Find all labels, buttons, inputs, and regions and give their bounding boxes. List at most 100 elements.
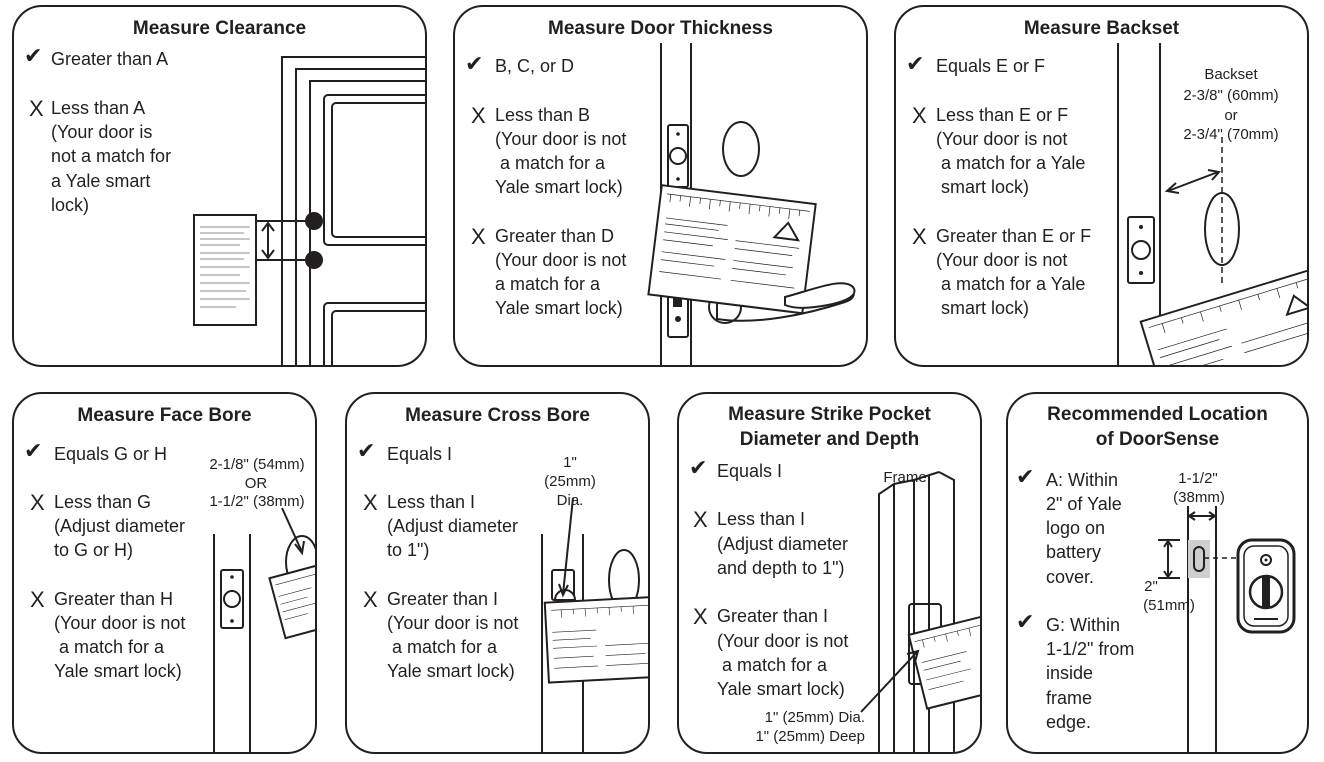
door-edge-illustration bbox=[647, 43, 856, 365]
item-text: inside bbox=[1046, 663, 1094, 683]
item-text: battery bbox=[1046, 542, 1102, 562]
item-text: a match for a Yale bbox=[936, 274, 1086, 294]
doorsense-height-label: 2" bbox=[1144, 578, 1158, 595]
item-text: (Your door is not bbox=[387, 613, 519, 633]
check-icon: ✔ bbox=[1016, 610, 1035, 635]
check-icon: ✔ bbox=[24, 44, 43, 69]
face-bore-value-1: 2-1/8" (54mm) bbox=[209, 456, 305, 473]
item-text: smart lock) bbox=[936, 177, 1030, 197]
item-text: a match for a Yale bbox=[936, 153, 1086, 173]
item-text: Yale smart lock) bbox=[495, 177, 623, 197]
item-text: to 1") bbox=[387, 540, 430, 560]
item-text: not a match for bbox=[51, 146, 172, 166]
item-text: a match for a bbox=[717, 655, 828, 675]
check-icon: ✔ bbox=[906, 52, 925, 77]
item-text: Less than A bbox=[51, 98, 146, 118]
x-mark-icon: X bbox=[471, 103, 486, 128]
doorsense-width-label: 1-1/2" bbox=[1178, 470, 1218, 487]
item-text: (Your door is not bbox=[936, 129, 1068, 149]
item-text: G: Within bbox=[1046, 615, 1121, 635]
item-text: a match for a bbox=[387, 637, 498, 657]
panel-title: Measure Clearance bbox=[132, 18, 307, 39]
item-text: logo on bbox=[1046, 518, 1106, 538]
doorsense-width-mm: (38mm) bbox=[1173, 489, 1225, 506]
panel-measure-backset: Measure Backset bbox=[894, 5, 1309, 367]
check-icon: ✔ bbox=[1016, 465, 1035, 490]
item-text: smart lock) bbox=[936, 298, 1030, 318]
item-text: 2" of Yale bbox=[1046, 494, 1122, 514]
panel-measure-clearance: Measure Clearance ✔ Greater than A X Les… bbox=[12, 5, 427, 367]
backset-value-2: 2-3/4" (70mm) bbox=[1183, 126, 1279, 143]
item-text: edge. bbox=[1046, 712, 1092, 732]
x-mark-icon: X bbox=[912, 103, 927, 128]
strike-pocket-illustration bbox=[860, 471, 980, 752]
strike-dia-label: 1" (25mm) Dia. bbox=[764, 709, 865, 726]
panel-title: Measure Cross Bore bbox=[405, 405, 590, 426]
item-text: Greater than A bbox=[51, 49, 169, 69]
item-text: Equals I bbox=[387, 444, 453, 464]
item-text: cover. bbox=[1046, 567, 1095, 587]
item-text: Equals E or F bbox=[936, 56, 1046, 76]
x-mark-icon: X bbox=[30, 490, 45, 515]
panel-title: Measure Door Thickness bbox=[548, 18, 773, 39]
backset-label: Backset bbox=[1204, 66, 1258, 83]
x-mark-icon: X bbox=[912, 224, 927, 249]
item-text: a match for a bbox=[54, 637, 165, 657]
check-icon: ✔ bbox=[689, 456, 708, 481]
item-text: (Adjust diameter bbox=[54, 516, 186, 536]
item-text: A: Within bbox=[1046, 470, 1119, 490]
strike-depth-label: 1" (25mm) Deep bbox=[755, 728, 865, 745]
check-icon: ✔ bbox=[357, 439, 376, 464]
item-text: Yale smart lock) bbox=[495, 298, 623, 318]
face-bore-value-2: 1-1/2" (38mm) bbox=[209, 493, 305, 510]
item-text: a match for a bbox=[495, 274, 601, 294]
x-mark-icon: X bbox=[363, 587, 378, 612]
item-text: Greater than E or F bbox=[936, 226, 1092, 246]
check-icon: ✔ bbox=[24, 439, 43, 464]
item-text: Yale smart lock) bbox=[54, 661, 182, 681]
item-text: a match for a bbox=[495, 153, 606, 173]
panel-measure-cross-bore: Measure Cross Bore ✔ Equals I X Less th bbox=[345, 392, 650, 754]
backset-illustration bbox=[1117, 43, 1307, 365]
item-text: Greater than D bbox=[495, 226, 615, 246]
frame-label: Frame bbox=[883, 469, 927, 486]
item-text: (Your door is not bbox=[936, 250, 1068, 270]
check-icon: ✔ bbox=[465, 52, 484, 77]
face-bore-or: OR bbox=[244, 475, 268, 492]
item-text: (Your door is bbox=[51, 122, 153, 142]
panel-title: Measure Face Bore bbox=[77, 405, 252, 426]
item-text: (Your door is not bbox=[54, 613, 186, 633]
item-text: (Your door is not bbox=[495, 129, 627, 149]
x-mark-icon: X bbox=[693, 507, 708, 532]
item-text: (Your door is not bbox=[717, 631, 849, 651]
x-mark-icon: X bbox=[363, 490, 378, 515]
item-text: 1-1/2" from bbox=[1046, 639, 1135, 659]
doorsense-illustration bbox=[1158, 506, 1296, 752]
item-text: Greater than H bbox=[54, 589, 174, 609]
panel-title-line-1: Recommended Location bbox=[1047, 404, 1268, 425]
x-mark-icon: X bbox=[29, 96, 44, 121]
item-text: to G or H) bbox=[54, 540, 134, 560]
x-mark-icon: X bbox=[693, 604, 708, 629]
item-text: frame bbox=[1046, 688, 1093, 708]
cross-bore-illustration bbox=[541, 497, 648, 752]
item-text: Greater than I bbox=[717, 606, 829, 626]
item-text: Yale smart lock) bbox=[387, 661, 515, 681]
cross-bore-value-1: 1" bbox=[563, 454, 577, 471]
panel-measure-strike-pocket: Measure Strike Pocket Diameter and Depth… bbox=[677, 392, 982, 754]
item-text: Equals G or H bbox=[54, 444, 168, 464]
item-text: Less than G bbox=[54, 492, 152, 512]
cross-bore-value-3: Dia. bbox=[556, 492, 584, 509]
doorsense-height-mm: (51mm) bbox=[1143, 597, 1195, 614]
item-text: (Your door is not bbox=[495, 250, 627, 270]
item-text: Less than I bbox=[717, 509, 806, 529]
item-text: and depth to 1") bbox=[717, 558, 845, 578]
item-text: Less than E or F bbox=[936, 105, 1069, 125]
panel-title-line-2: of DoorSense bbox=[1095, 429, 1220, 450]
item-text: a Yale smart bbox=[51, 171, 151, 191]
backset-or: or bbox=[1224, 107, 1238, 124]
item-text: Yale smart lock) bbox=[717, 679, 845, 699]
face-bore-illustration bbox=[213, 507, 315, 752]
door-illustration bbox=[193, 56, 425, 365]
panel-title-line-2: Diameter and Depth bbox=[739, 429, 920, 450]
